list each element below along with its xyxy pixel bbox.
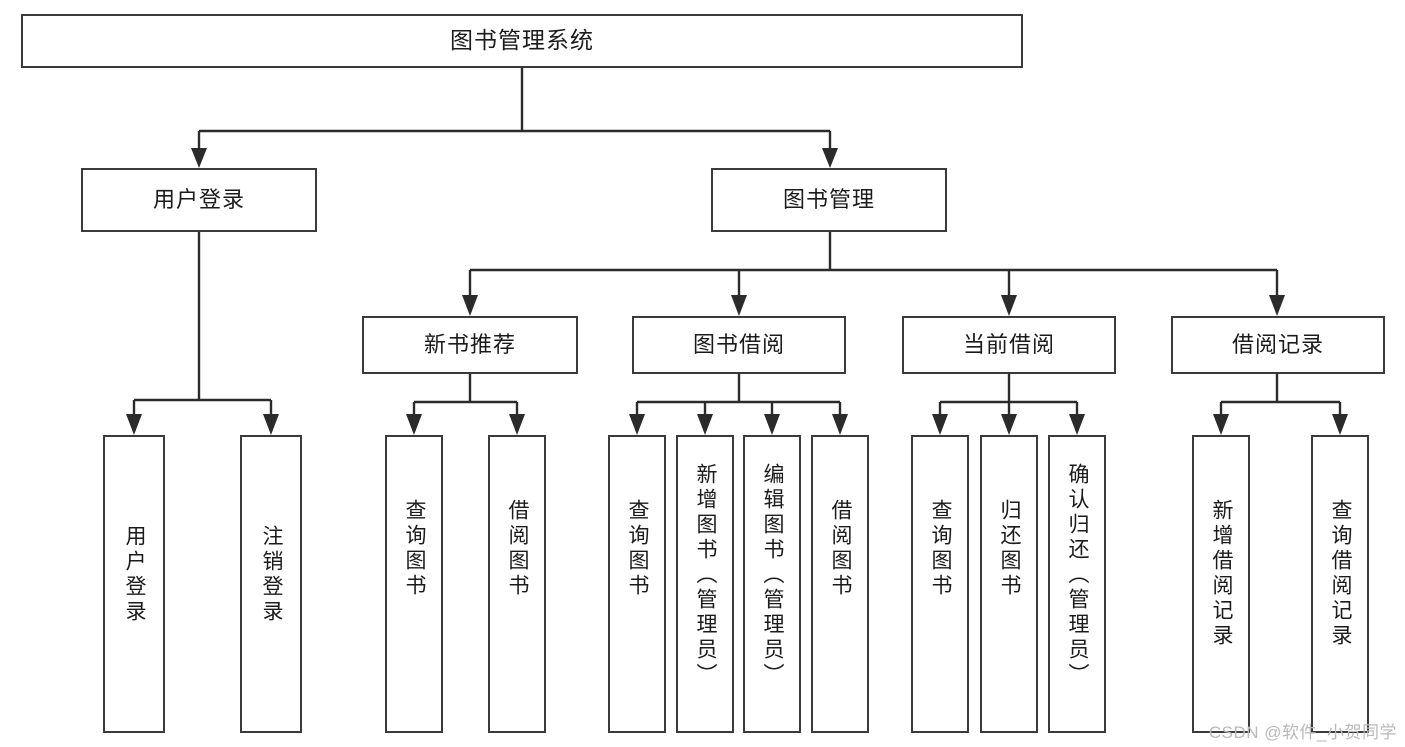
arrow-user-login <box>191 148 207 168</box>
leaf-user-login-login[interactable]: 用户登录 <box>103 435 165 733</box>
leaf-book-borrow-edit-book-admin[interactable]: 编辑图书（管理员） <box>743 435 801 733</box>
node-label: 注销登录 <box>260 525 284 625</box>
csdn-watermark: CSDN @软件_小贺同学 <box>1208 723 1397 742</box>
node-label: 查询图书 <box>403 499 427 599</box>
leaf-new-book-query-book[interactable]: 查询图书 <box>385 435 443 733</box>
node-book-management[interactable]: 图书管理 <box>711 168 947 232</box>
node-label: 归还图书 <box>998 499 1022 599</box>
node-label: 查询借阅记录 <box>1329 499 1353 649</box>
leaf-current-borrow-return-book[interactable]: 归还图书 <box>980 435 1038 733</box>
node-label: 当前借阅 <box>962 332 1055 358</box>
arrow-book-borrow <box>731 295 747 316</box>
node-root-book-management-system[interactable]: 图书管理系统 <box>21 14 1023 68</box>
arrow-bb-leaf2 <box>697 414 713 435</box>
node-current-borrow[interactable]: 当前借阅 <box>902 316 1116 374</box>
arrow-nbr-leaf1 <box>406 414 422 435</box>
node-label: 确认归还（管理员） <box>1066 463 1090 688</box>
node-label: 新增图书（管理员） <box>694 463 718 688</box>
node-label: 借阅图书 <box>506 499 530 599</box>
arrow-current-borrow <box>1001 295 1017 316</box>
leaf-book-borrow-add-book-admin[interactable]: 新增图书（管理员） <box>676 435 734 733</box>
node-label: 用户登录 <box>123 525 147 625</box>
arrow-ul-leaf1 <box>126 414 142 435</box>
arrow-new-book <box>462 295 478 316</box>
node-label: 用户登录 <box>152 187 245 213</box>
node-label: 图书借阅 <box>692 332 785 358</box>
node-label: 图书管理系统 <box>450 27 594 54</box>
leaf-new-book-borrow-book[interactable]: 借阅图书 <box>488 435 546 733</box>
arrow-cb-leaf3 <box>1069 414 1085 435</box>
arrow-nbr-leaf2 <box>509 414 525 435</box>
arrow-bb-leaf4 <box>832 414 848 435</box>
arrow-book-mgmt <box>822 148 838 168</box>
leaf-borrow-record-query-record[interactable]: 查询借阅记录 <box>1311 435 1369 733</box>
node-user-login[interactable]: 用户登录 <box>81 168 317 232</box>
arrow-borrow-record <box>1269 295 1285 316</box>
node-label: 查询图书 <box>929 499 953 599</box>
node-label: 新增借阅记录 <box>1210 499 1234 649</box>
node-new-book-recommend[interactable]: 新书推荐 <box>362 316 578 374</box>
leaf-user-login-logout[interactable]: 注销登录 <box>240 435 302 733</box>
arrow-ul-leaf2 <box>263 414 279 435</box>
node-label: 编辑图书（管理员） <box>761 463 785 688</box>
node-label: 借阅记录 <box>1231 332 1324 358</box>
node-book-borrow[interactable]: 图书借阅 <box>632 316 846 374</box>
arrow-br-leaf2 <box>1332 414 1348 435</box>
arrow-cb-leaf1 <box>932 414 948 435</box>
arrow-br-leaf1 <box>1213 414 1229 435</box>
leaf-current-borrow-confirm-return-admin[interactable]: 确认归还（管理员） <box>1048 435 1106 733</box>
leaf-book-borrow-borrow-book[interactable]: 借阅图书 <box>811 435 869 733</box>
arrow-cb-leaf2 <box>1001 414 1017 435</box>
node-label: 借阅图书 <box>829 499 853 599</box>
leaf-current-borrow-query-book[interactable]: 查询图书 <box>911 435 969 733</box>
node-label: 图书管理 <box>782 187 875 213</box>
arrow-bb-leaf1 <box>629 414 645 435</box>
leaf-book-borrow-query-book[interactable]: 查询图书 <box>608 435 666 733</box>
node-label: 查询图书 <box>626 499 650 599</box>
node-borrow-record[interactable]: 借阅记录 <box>1171 316 1385 374</box>
arrow-bb-leaf3 <box>764 414 780 435</box>
node-label: 新书推荐 <box>423 332 516 358</box>
leaf-borrow-record-add-record[interactable]: 新增借阅记录 <box>1192 435 1250 733</box>
